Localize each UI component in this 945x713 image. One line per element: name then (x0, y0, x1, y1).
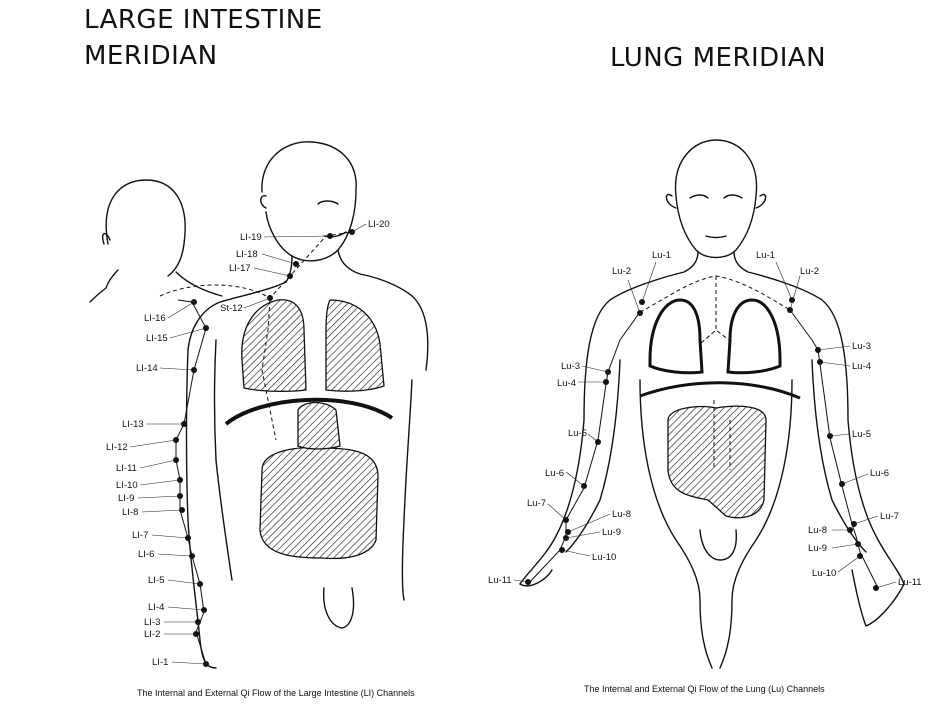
large-intestine-title: LARGE INTESTINE MERIDIAN (84, 2, 364, 74)
label-li10: LI-10 (116, 480, 138, 491)
label-lu10-right: Lu-10 (812, 568, 836, 579)
label-lu8-right: Lu-8 (808, 525, 827, 536)
label-li8: LI-8 (122, 507, 138, 518)
label-lu7-left: Lu-7 (527, 498, 546, 509)
label-li1: LI-1 (152, 657, 168, 668)
label-li16: LI-16 (144, 313, 166, 324)
label-lu3-left: Lu-3 (561, 361, 580, 372)
label-lu11-left: Lu-11 (488, 575, 512, 586)
large-intestine-labels: LI-20 LI-19 LI-18 LI-17 St-12 LI-16 LI-1… (106, 219, 390, 668)
left-lung (241, 299, 307, 392)
label-li3: LI-3 (144, 617, 160, 628)
label-lu11-right: Lu-11 (898, 577, 922, 588)
large-intestine-title-line2: MERIDIAN (84, 41, 218, 71)
label-li6: LI-6 (138, 549, 154, 560)
label-lu2-left: Lu-2 (612, 266, 631, 277)
lung-figure-intestine (667, 405, 767, 519)
large-intestine-figure: LI-20 LI-19 LI-18 LI-17 St-12 LI-16 LI-1… (89, 141, 429, 698)
label-li19: LI-19 (240, 232, 262, 243)
label-li18: LI-18 (236, 249, 258, 260)
diaphragm (224, 397, 394, 426)
label-lu8-left: Lu-8 (612, 509, 631, 520)
large-intestine-organ (259, 446, 379, 560)
label-st12: St-12 (220, 303, 243, 314)
large-intestine-internal-path (159, 231, 353, 299)
lung-channel-left (527, 311, 641, 585)
lung-left-organ (648, 298, 704, 375)
label-lu2-right: Lu-2 (800, 266, 819, 277)
label-lu1-left: Lu-1 (652, 250, 671, 261)
label-li14: LI-14 (136, 363, 158, 374)
lung-right-organ (726, 298, 782, 375)
right-lung (325, 299, 385, 392)
lung-points (525, 297, 879, 591)
label-lu6-right: Lu-6 (870, 468, 889, 479)
label-lu3-right: Lu-3 (852, 341, 871, 352)
label-li2: LI-2 (144, 629, 160, 640)
lung-diaphragm (639, 381, 801, 400)
label-lu7-right: Lu-7 (880, 511, 899, 522)
label-li11: LI-11 (116, 463, 137, 474)
back-view-figure (89, 179, 223, 303)
large-intestine-caption: The Internal and External Qi Flow of the… (137, 688, 415, 698)
label-li9: LI-9 (118, 493, 134, 504)
large-intestine-title-line1: LARGE INTESTINE (84, 5, 323, 35)
lung-title: LUNG MERIDIAN (610, 43, 827, 73)
label-lu9-right: Lu-9 (808, 543, 827, 554)
label-lu9-left: Lu-9 (602, 527, 621, 538)
lung-labels: Lu-1 Lu-2 Lu-3 Lu-4 Lu-5 Lu-6 Lu-7 Lu-8 … (488, 250, 922, 588)
label-li4: LI-4 (148, 602, 164, 613)
small-intestine-organ (297, 401, 341, 450)
label-lu5-right: Lu-5 (852, 429, 871, 440)
lung-figure: Lu-1 Lu-2 Lu-3 Lu-4 Lu-5 Lu-6 Lu-7 Lu-8 … (488, 139, 922, 694)
label-lu1-right: Lu-1 (756, 250, 775, 261)
label-li12: LI-12 (106, 442, 128, 453)
label-lu6-left: Lu-6 (545, 468, 564, 479)
label-li5: LI-5 (148, 575, 164, 586)
label-li15: LI-15 (146, 333, 168, 344)
label-lu4-right: Lu-4 (852, 361, 871, 372)
label-li13: LI-13 (122, 419, 144, 430)
label-li20: LI-20 (368, 219, 390, 230)
lung-caption: The Internal and External Qi Flow of the… (584, 684, 825, 694)
label-li17: LI-17 (229, 263, 251, 274)
label-lu5-left: Lu-5 (568, 428, 587, 439)
label-li7: LI-7 (132, 530, 148, 541)
label-lu4-left: Lu-4 (557, 378, 576, 389)
label-lu10-left: Lu-10 (592, 552, 616, 563)
